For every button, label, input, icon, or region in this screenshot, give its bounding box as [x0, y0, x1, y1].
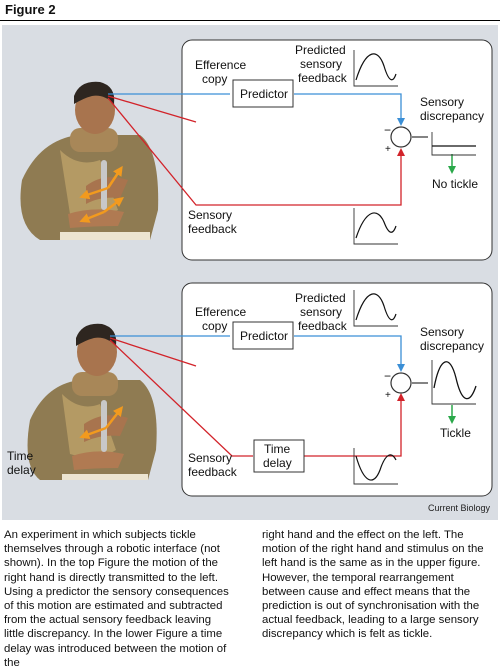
caption-column-left: An experiment in which subjects tickle t…: [4, 529, 229, 669]
robot-rod-top: [101, 160, 107, 210]
hand-motion-arrow: [79, 210, 105, 223]
predictor-box: [232, 321, 294, 350]
predicted-feedback-label: sensory: [300, 57, 342, 71]
journal-credit: Current Biology: [427, 503, 490, 513]
prediction-line: [294, 93, 405, 126]
predictor-box: [232, 79, 294, 108]
predicted-waveform: [355, 293, 397, 321]
time-delay-box-label: Time: [264, 442, 291, 456]
prediction-line: [294, 335, 405, 372]
efference-copy-label: copy: [202, 72, 227, 86]
predicted-feedback-label: Predicted: [295, 43, 346, 57]
time-delay-box: [253, 439, 305, 473]
robot-rod-bottom: [101, 400, 107, 452]
figure-title: Figure 2: [5, 2, 56, 17]
feedback-waveform: [355, 212, 397, 239]
hand-motion-arrow: [106, 165, 123, 189]
predicted-waveform-axes: [353, 50, 398, 87]
sensory-discrepancy-label: Sensory: [420, 325, 464, 339]
hand-motion-arrow: [79, 426, 107, 439]
sensory-discrepancy-label: Sensory: [420, 95, 464, 109]
efference-copy-label: Efference: [195, 58, 246, 72]
plus-sign: +: [385, 390, 391, 401]
hand-motion-arrow: [103, 197, 124, 213]
predicted-waveform: [355, 53, 397, 81]
predicted-feedback-label: feedback: [298, 71, 348, 85]
predictor-label: Predictor: [240, 87, 288, 101]
predicted-feedback-label: Predicted: [295, 291, 346, 305]
sensory-feedback-label: Sensory: [188, 451, 232, 465]
sensory-feedback-line: [107, 95, 197, 123]
time-delay-side-label: delay: [7, 463, 36, 477]
sensory-discrepancy-label: discrepancy: [420, 109, 484, 123]
delayed-feedback-line: [304, 393, 405, 457]
bottom-panel: Efference copy Predictor Predicted senso…: [7, 282, 493, 497]
sensory-feedback-label: Sensory: [188, 208, 232, 222]
sensory-feedback-label: feedback: [188, 222, 238, 236]
time-delay-box-label: delay: [263, 456, 292, 470]
efference-copy-label: Efference: [195, 305, 246, 319]
feedback-waveform-axes: [353, 448, 398, 485]
discrepancy-axes: [431, 132, 476, 156]
comparator: [390, 372, 412, 394]
outcome-label: No tickle: [432, 177, 478, 191]
person-top-illustration: [20, 81, 159, 240]
hand-motion-arrow: [105, 406, 124, 429]
sensory-feedback-line: [109, 339, 253, 457]
plus-sign: +: [385, 144, 391, 155]
outcome-label: Tickle: [440, 426, 471, 440]
sensory-feedback-line: [109, 337, 197, 367]
comparator: [390, 126, 412, 148]
person-bottom-illustration: [27, 323, 157, 480]
discrepancy-axes: [431, 360, 476, 405]
predicted-feedback-label: feedback: [298, 319, 348, 333]
time-delay-side-label: Time: [7, 449, 34, 463]
delayed-feedback-waveform: [355, 454, 397, 481]
feedback-waveform-axes: [353, 208, 398, 245]
hand-motion-arrow: [79, 186, 109, 200]
predicted-feedback-label: sensory: [300, 305, 342, 319]
sensory-feedback-line: [107, 97, 405, 206]
title-rule: [0, 20, 500, 21]
predicted-waveform-axes: [353, 290, 398, 327]
sensory-feedback-label: feedback: [188, 465, 238, 479]
caption-column-right: right hand and the effect on the left. T…: [262, 529, 484, 641]
minus-sign: −: [384, 369, 391, 383]
discrepancy-waveform-large: [433, 361, 477, 400]
sensory-discrepancy-label: discrepancy: [420, 339, 484, 353]
efference-copy-label: copy: [202, 319, 227, 333]
predictor-label: Predictor: [240, 329, 288, 343]
top-panel: Efference copy Predictor Predicted senso…: [20, 39, 493, 261]
minus-sign: −: [384, 123, 391, 137]
